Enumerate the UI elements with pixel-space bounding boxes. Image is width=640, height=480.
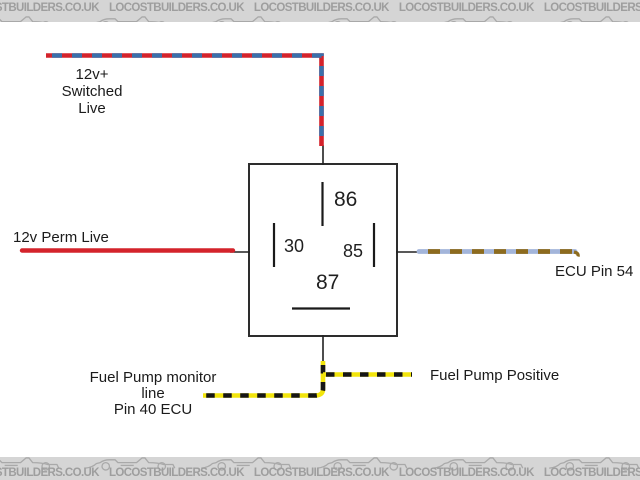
watermark-text-row: LOCOSTBUILDERS.CO.UK LOCOSTBUILDERS.CO.U… [0, 2, 640, 14]
watermark-text: LOCOSTBUILDERS.CO.UK [398, 467, 535, 479]
watermark-text: LOCOSTBUILDERS.CO.UK [108, 467, 245, 479]
watermark-band-bottom: LOCOSTBUILDERS.CO.UK LOCOSTBUILDERS.CO.U… [0, 457, 640, 480]
ecu-wire [416, 249, 580, 257]
switched-live-wire [46, 53, 324, 146]
watermark-text: LOCOSTBUILDERS.CO.UK [543, 2, 640, 14]
ecu-pin-label: ECU Pin 54 [555, 263, 634, 280]
relay-terminals [272, 182, 376, 310]
switched-live-label: 12v+ Switched Live [44, 66, 140, 117]
fuel-monitor-label-line2: Pin 40 ECU [113, 401, 193, 418]
fuel-monitor-label: Fuel Pump monitor line Pin 40 ECU [78, 370, 228, 418]
switched-live-label-line1: 12v+ Switched [61, 66, 123, 100]
relay-pin-30-label: 30 [284, 236, 305, 256]
perm-live-label: 12v Perm Live [13, 229, 109, 246]
relay-pin-86-label: 86 [334, 188, 358, 211]
watermark-text: LOCOSTBUILDERS.CO.UK [398, 2, 535, 14]
fuel-positive-label: Fuel Pump Positive [430, 367, 560, 384]
watermark-text: LOCOSTBUILDERS.CO.UK [543, 467, 640, 479]
watermark-text: LOCOSTBUILDERS.CO.UK [108, 2, 245, 14]
watermark-text: LOCOSTBUILDERS.CO.UK [0, 467, 100, 479]
switched-live-label-line2: Live [78, 100, 106, 117]
relay-pin-87-label: 87 [316, 271, 340, 294]
watermark-band-top: LOCOSTBUILDERS.CO.UK LOCOSTBUILDERS.CO.U… [0, 0, 640, 22]
watermark-text: LOCOSTBUILDERS.CO.UK [0, 2, 100, 14]
relay-leads [230, 145, 420, 363]
fuel-monitor-label-line1: Fuel Pump monitor line [89, 369, 217, 402]
watermark-text: LOCOSTBUILDERS.CO.UK [253, 467, 390, 479]
watermark-text: LOCOSTBUILDERS.CO.UK [253, 2, 390, 14]
fuel-monitor-wire [203, 361, 326, 398]
watermark-text-row: LOCOSTBUILDERS.CO.UK LOCOSTBUILDERS.CO.U… [0, 467, 640, 479]
relay-pin-85-label: 85 [343, 241, 364, 261]
